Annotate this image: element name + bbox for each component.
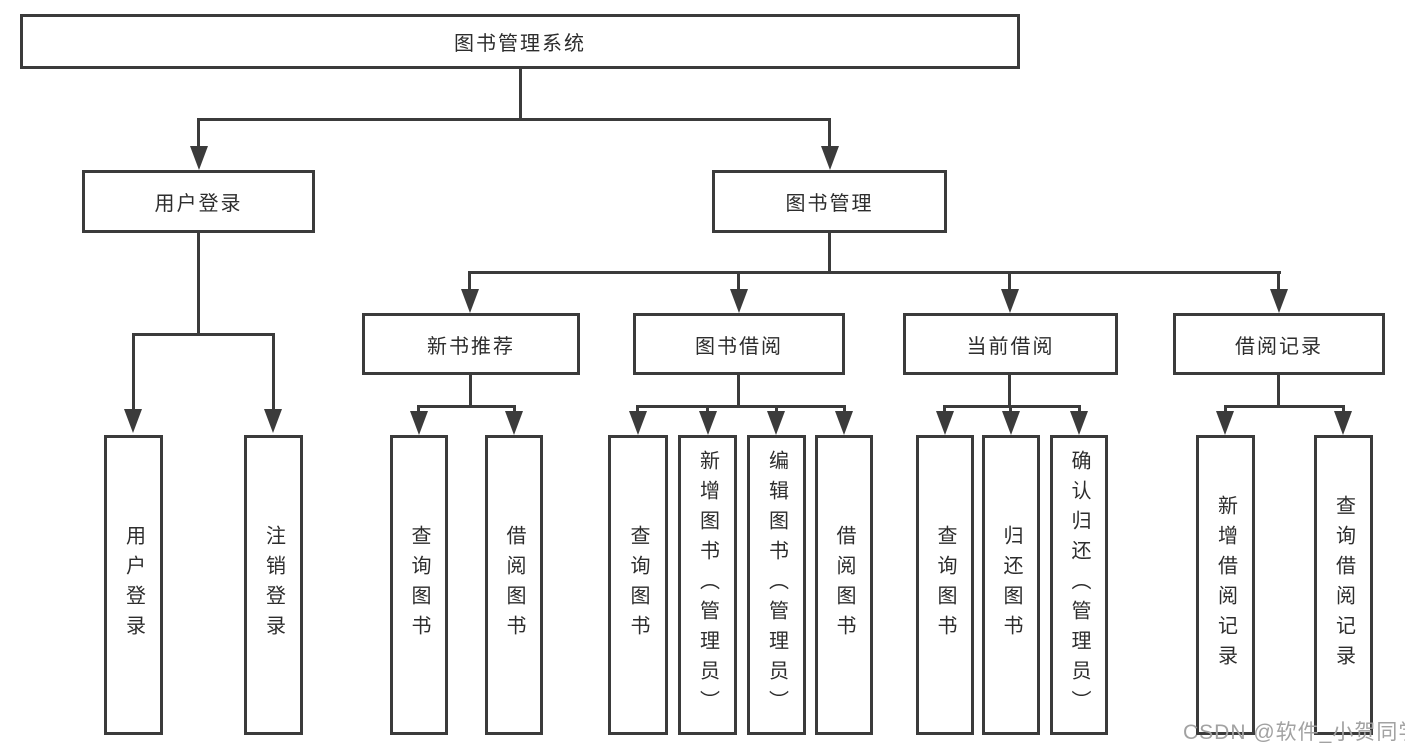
leaf-query-books-current: 查询图书 bbox=[916, 435, 974, 735]
connector-vline bbox=[1078, 405, 1081, 415]
arrow-down-icon bbox=[821, 146, 839, 170]
connector-vline bbox=[132, 333, 135, 411]
connector-vline bbox=[513, 405, 516, 415]
node-book-borrowing: 图书借阅 bbox=[633, 313, 845, 375]
arrow-down-icon bbox=[1216, 411, 1234, 435]
connector-vline bbox=[737, 375, 740, 407]
connector-vline bbox=[519, 69, 522, 119]
leaf-edit-book-admin: 编辑图书（管理员） bbox=[747, 435, 806, 735]
connector-vline bbox=[1342, 405, 1345, 415]
connector-vline bbox=[1008, 375, 1011, 407]
connector-hline bbox=[943, 405, 1081, 408]
connector-vline bbox=[1009, 405, 1012, 415]
node-library-management-system: 图书管理系统 bbox=[20, 14, 1020, 69]
connector-vline bbox=[1008, 271, 1011, 291]
arrow-down-icon bbox=[1334, 411, 1352, 435]
connector-hline bbox=[1224, 405, 1345, 408]
arrow-down-icon bbox=[410, 411, 428, 435]
connector-vline bbox=[1224, 405, 1227, 415]
connector-vline bbox=[468, 271, 471, 291]
node-borrowing-records: 借阅记录 bbox=[1173, 313, 1385, 375]
connector-hline bbox=[468, 271, 1281, 274]
leaf-query-borrow-record: 查询借阅记录 bbox=[1314, 435, 1373, 735]
leaf-add-borrow-record: 新增借阅记录 bbox=[1196, 435, 1255, 735]
connector-hline bbox=[132, 333, 275, 336]
arrow-down-icon bbox=[1001, 289, 1019, 313]
arrow-down-icon bbox=[767, 411, 785, 435]
connector-vline bbox=[636, 405, 639, 415]
arrow-down-icon bbox=[835, 411, 853, 435]
leaf-logout: 注销登录 bbox=[244, 435, 303, 735]
connector-vline bbox=[737, 271, 740, 291]
leaf-add-book-admin: 新增图书（管理员） bbox=[678, 435, 737, 735]
connector-vline bbox=[197, 118, 200, 148]
arrow-down-icon bbox=[936, 411, 954, 435]
arrow-down-icon bbox=[190, 146, 208, 170]
arrow-down-icon bbox=[505, 411, 523, 435]
arrow-down-icon bbox=[124, 409, 142, 433]
connector-hline bbox=[197, 118, 831, 121]
connector-vline bbox=[775, 405, 778, 415]
leaf-query-books-recommend: 查询图书 bbox=[390, 435, 448, 735]
node-book-management: 图书管理 bbox=[712, 170, 947, 233]
arrow-down-icon bbox=[264, 409, 282, 433]
leaf-borrow-books-recommend: 借阅图书 bbox=[485, 435, 543, 735]
arrow-down-icon bbox=[461, 289, 479, 313]
leaf-query-books-borrowing: 查询图书 bbox=[608, 435, 668, 735]
arrow-down-icon bbox=[1002, 411, 1020, 435]
node-new-book-recommendation: 新书推荐 bbox=[362, 313, 580, 375]
csdn-watermark: CSDN @软件_小贺同学 bbox=[1183, 721, 1405, 744]
connector-vline bbox=[828, 118, 831, 148]
connector-vline bbox=[828, 233, 831, 274]
arrow-down-icon bbox=[730, 289, 748, 313]
arrow-down-icon bbox=[629, 411, 647, 435]
connector-vline bbox=[843, 405, 846, 415]
connector-vline bbox=[1277, 271, 1280, 291]
connector-vline bbox=[272, 333, 275, 411]
connector-vline bbox=[197, 233, 200, 336]
connector-hline bbox=[636, 405, 846, 408]
leaf-user-login: 用户登录 bbox=[104, 435, 163, 735]
arrow-down-icon bbox=[1270, 289, 1288, 313]
connector-vline bbox=[706, 405, 709, 415]
leaf-return-books: 归还图书 bbox=[982, 435, 1040, 735]
leaf-confirm-return-admin: 确认归还（管理员） bbox=[1050, 435, 1108, 735]
connector-hline bbox=[417, 405, 516, 408]
connector-vline bbox=[469, 375, 472, 407]
connector-vline bbox=[417, 405, 420, 415]
connector-vline bbox=[1277, 375, 1280, 407]
arrow-down-icon bbox=[699, 411, 717, 435]
connector-vline bbox=[943, 405, 946, 415]
node-current-borrowing: 当前借阅 bbox=[903, 313, 1118, 375]
node-user-login: 用户登录 bbox=[82, 170, 315, 233]
leaf-borrow-books-borrowing: 借阅图书 bbox=[815, 435, 873, 735]
arrow-down-icon bbox=[1070, 411, 1088, 435]
